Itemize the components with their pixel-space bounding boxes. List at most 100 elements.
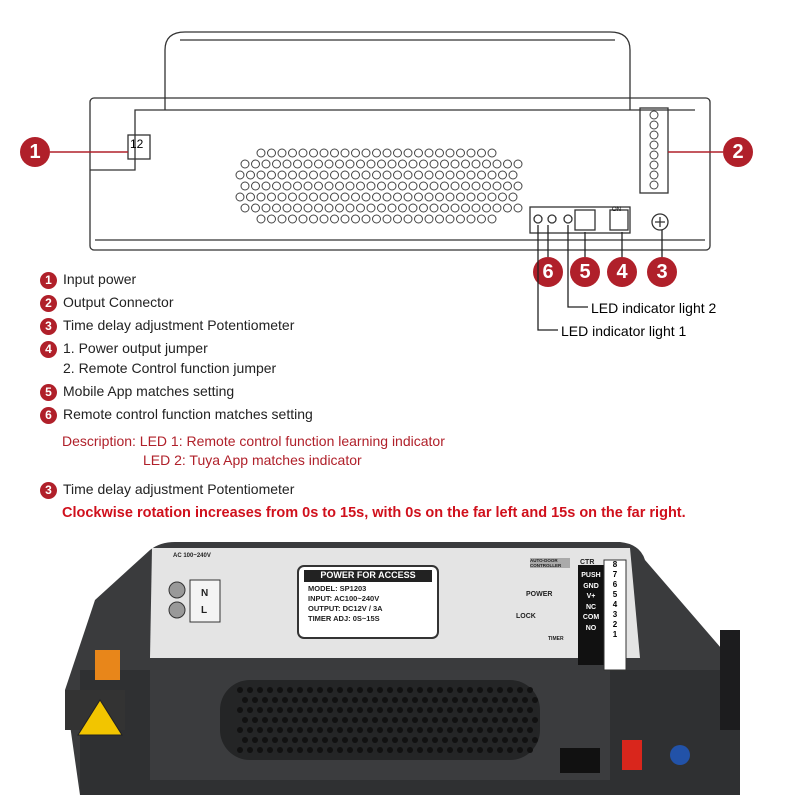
vent-hole [508, 170, 518, 180]
photo-vent-hole [427, 727, 433, 733]
photo-vent-hole [337, 727, 343, 733]
vent-hole [461, 181, 470, 191]
vent-hole [492, 203, 502, 213]
photo-vent-hole [402, 717, 408, 723]
photo-vent-hole [417, 747, 423, 753]
vent-hole [482, 181, 491, 191]
vent-hole [361, 214, 371, 224]
photo-vent-hole [402, 697, 408, 703]
photo-vent-hole [297, 747, 303, 753]
photo-vent-hole [517, 687, 523, 693]
photo-vent-hole [377, 747, 383, 753]
photo-vent-hole [247, 727, 253, 733]
terminal-name: V+ [586, 593, 596, 600]
auto-door-label: AUTO-DOOR CONTROLLER [530, 558, 570, 568]
photo-vent-hole [502, 737, 508, 743]
photo-vent-hole [392, 697, 398, 703]
vent-hole [382, 192, 392, 202]
photo-vent-hole [312, 697, 318, 703]
vent-hole [303, 181, 313, 191]
terminal-screw [649, 170, 659, 180]
photo-vent-hole [517, 747, 523, 753]
vent-hole [408, 203, 418, 213]
vent-hole [356, 203, 365, 213]
photo-vent-hole [287, 707, 293, 713]
brand-label: POWER FOR ACCESS [320, 570, 416, 580]
vent-hole [429, 159, 439, 169]
callout-2: 2 [723, 137, 753, 167]
photo-vent-hole [487, 747, 493, 753]
vent-hole [477, 192, 486, 202]
vent-hole [303, 159, 313, 169]
vent-hole [435, 148, 444, 158]
photo-vent-hole [522, 697, 528, 703]
vent-hole [440, 181, 449, 191]
photo-vent-hole [512, 717, 518, 723]
vent-hole [309, 192, 318, 202]
photo-vent-hole [532, 697, 538, 703]
vent-hole [445, 214, 455, 224]
vent-hole [293, 181, 302, 191]
vent-hole [382, 148, 392, 158]
photo-vent-hole [347, 687, 353, 693]
vent-hole [513, 203, 523, 213]
vent-hole [466, 192, 476, 202]
vent-hole [319, 148, 329, 158]
vent-hole [461, 159, 470, 169]
photo-vent-hole [367, 747, 373, 753]
photo-vent-hole [287, 727, 293, 733]
vent-hole [419, 159, 428, 169]
photo-vent-hole [432, 737, 438, 743]
vent-hole [382, 170, 392, 180]
vent-hole [251, 159, 260, 169]
terminal-screw [649, 110, 659, 120]
photo-vent-hole [482, 717, 488, 723]
vent-hole [487, 214, 497, 224]
vent-hole [414, 192, 423, 202]
vent-hole [361, 192, 371, 202]
photo-vent-hole [262, 717, 268, 723]
led-leader-lines [537, 225, 588, 331]
vent-hole [372, 148, 381, 158]
vent-hole [408, 159, 418, 169]
callout-5: 5 [570, 257, 600, 287]
photo-vent-hole [472, 737, 478, 743]
vent-hole [393, 148, 402, 158]
legend-item-4-sub: 2. Remote Control function jumper [63, 360, 277, 376]
vent-hole [387, 181, 397, 191]
photo-vent-hole [332, 717, 338, 723]
photo-vent-hole [377, 687, 383, 693]
vent-hole [498, 192, 507, 202]
terminal-l: L [201, 605, 208, 616]
vent-hole [240, 203, 250, 213]
vent-hole [513, 181, 523, 191]
photo-vent-hole [382, 697, 388, 703]
output-label: OUTPUT: DC12V / 3A [308, 604, 383, 613]
timer-small-label: TIMER [548, 636, 564, 642]
photo-vent-hole [347, 727, 353, 733]
vent-hole [330, 214, 339, 224]
photo-vent-hole [482, 737, 488, 743]
terminal-name: PUSH [581, 572, 601, 579]
photo-vent-hole [367, 687, 373, 693]
photo-vent-hole [372, 737, 378, 743]
photo-vent-hole [457, 707, 463, 713]
vent-hole [372, 192, 381, 202]
photo-vent-hole [377, 707, 383, 713]
vent-hole [288, 214, 297, 224]
photo-vent-hole [397, 747, 403, 753]
vent-hole [414, 170, 423, 180]
input-terminal-label: 12 [130, 137, 144, 151]
photo-vent-hole [422, 737, 428, 743]
photo-vent-hole [437, 707, 443, 713]
photo-vent-hole [527, 747, 533, 753]
photo-vent-hole [532, 737, 538, 743]
vent-hole [492, 159, 502, 169]
photo-vent-hole [252, 737, 258, 743]
photo-vent-hole [237, 687, 243, 693]
vent-hole [356, 159, 365, 169]
